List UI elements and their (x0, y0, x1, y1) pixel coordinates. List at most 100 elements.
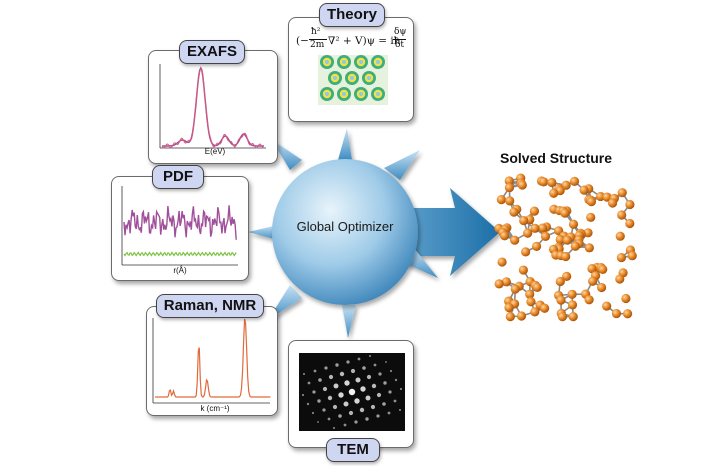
atom (504, 303, 514, 313)
pdf-tag: PDF (152, 165, 204, 189)
atom (615, 274, 625, 284)
tem-spot (370, 404, 376, 410)
atom (579, 185, 589, 195)
tem-spot (365, 417, 369, 421)
tem-spot (389, 369, 393, 373)
tem-spot (333, 383, 339, 389)
pdf-axis-label: r(Å) (173, 266, 187, 275)
atom (625, 199, 635, 210)
eq-d-den: δt (395, 40, 405, 50)
atom (521, 247, 531, 257)
atom (621, 293, 631, 304)
atom (529, 206, 540, 216)
atom (586, 197, 597, 207)
eq-frac-num: ħ² (311, 27, 321, 37)
atom (617, 188, 627, 198)
atom (538, 223, 548, 233)
atom (567, 300, 578, 310)
tem-spot (318, 378, 322, 382)
tem-spot (393, 399, 397, 403)
tem-spot (302, 372, 306, 376)
atom (570, 241, 580, 251)
atom (497, 257, 507, 267)
tem-spot (338, 414, 342, 418)
exafs-plot (159, 64, 266, 149)
raman-axis-label: k (cm⁻¹) (200, 404, 230, 413)
pdf-plot (121, 186, 238, 266)
atom (560, 208, 570, 218)
global-optimizer-hub (272, 159, 418, 305)
atom (561, 251, 571, 262)
tem-spot (312, 390, 316, 394)
solved-structure-title: Solved Structure (500, 150, 613, 166)
atom (531, 241, 542, 251)
atom (549, 188, 559, 198)
tem-spot (388, 390, 392, 394)
tem-spot (359, 407, 365, 413)
atom (617, 210, 627, 220)
tem-spot (383, 381, 387, 385)
tem-spot (311, 411, 315, 415)
solved-structure-cluster (494, 173, 637, 322)
atom (526, 297, 536, 307)
tem-spot (376, 392, 382, 398)
atom (567, 289, 577, 299)
tem-spot (387, 411, 391, 415)
tem-spot (350, 368, 356, 374)
lattice-center (333, 76, 337, 80)
tem-spot (398, 408, 402, 412)
exafs-tag: EXAFS (179, 40, 245, 64)
atom (588, 276, 598, 286)
eq-d-num: δψ (394, 27, 407, 37)
atom (517, 180, 527, 190)
atom (519, 215, 529, 226)
lattice-center (376, 92, 380, 96)
theory-lattice-image (318, 55, 388, 105)
atom (622, 309, 633, 319)
tem-spot (324, 366, 328, 370)
tem-spot (371, 383, 377, 389)
atom (584, 295, 594, 305)
atom (509, 207, 519, 217)
atom (596, 282, 607, 293)
atom (562, 271, 572, 281)
eq-frac-den: 2m (310, 40, 325, 50)
atom (616, 252, 626, 263)
atom (555, 234, 565, 245)
tem-spot (322, 408, 326, 412)
tem-spot (317, 421, 319, 423)
tem-spot (394, 378, 398, 382)
lattice-center (325, 92, 329, 96)
tem-spot (366, 374, 372, 380)
atom (530, 307, 540, 317)
atom (569, 176, 580, 186)
atom (568, 311, 578, 322)
eq-middle: ∇² + V)ψ = iħ (328, 35, 401, 47)
atom (504, 176, 514, 186)
atom (540, 303, 550, 313)
tem-spot (382, 402, 386, 406)
tem-spot (307, 381, 311, 385)
atom (510, 284, 520, 294)
tem-spot (348, 388, 356, 396)
atom (518, 265, 528, 275)
pdf-difference-curve (123, 251, 237, 257)
atom (584, 243, 594, 253)
tem-spot (335, 363, 339, 367)
atom (562, 235, 572, 245)
atom (499, 231, 510, 241)
schrodinger-equation: (− ħ² 2m ∇² + V)ψ = iħ δψ δt (296, 27, 408, 53)
eq-left: (− (296, 35, 309, 47)
tem-spot (376, 414, 380, 418)
eq-d-bar (393, 39, 406, 40)
tem-spot (317, 399, 321, 403)
theory-tag: Theory (319, 3, 385, 27)
lattice-center (359, 92, 363, 96)
lattice-center (342, 92, 346, 96)
tem-spot (301, 393, 305, 397)
tem-spot (355, 377, 361, 383)
lattice-center (350, 76, 354, 80)
tem-spot (357, 357, 361, 361)
